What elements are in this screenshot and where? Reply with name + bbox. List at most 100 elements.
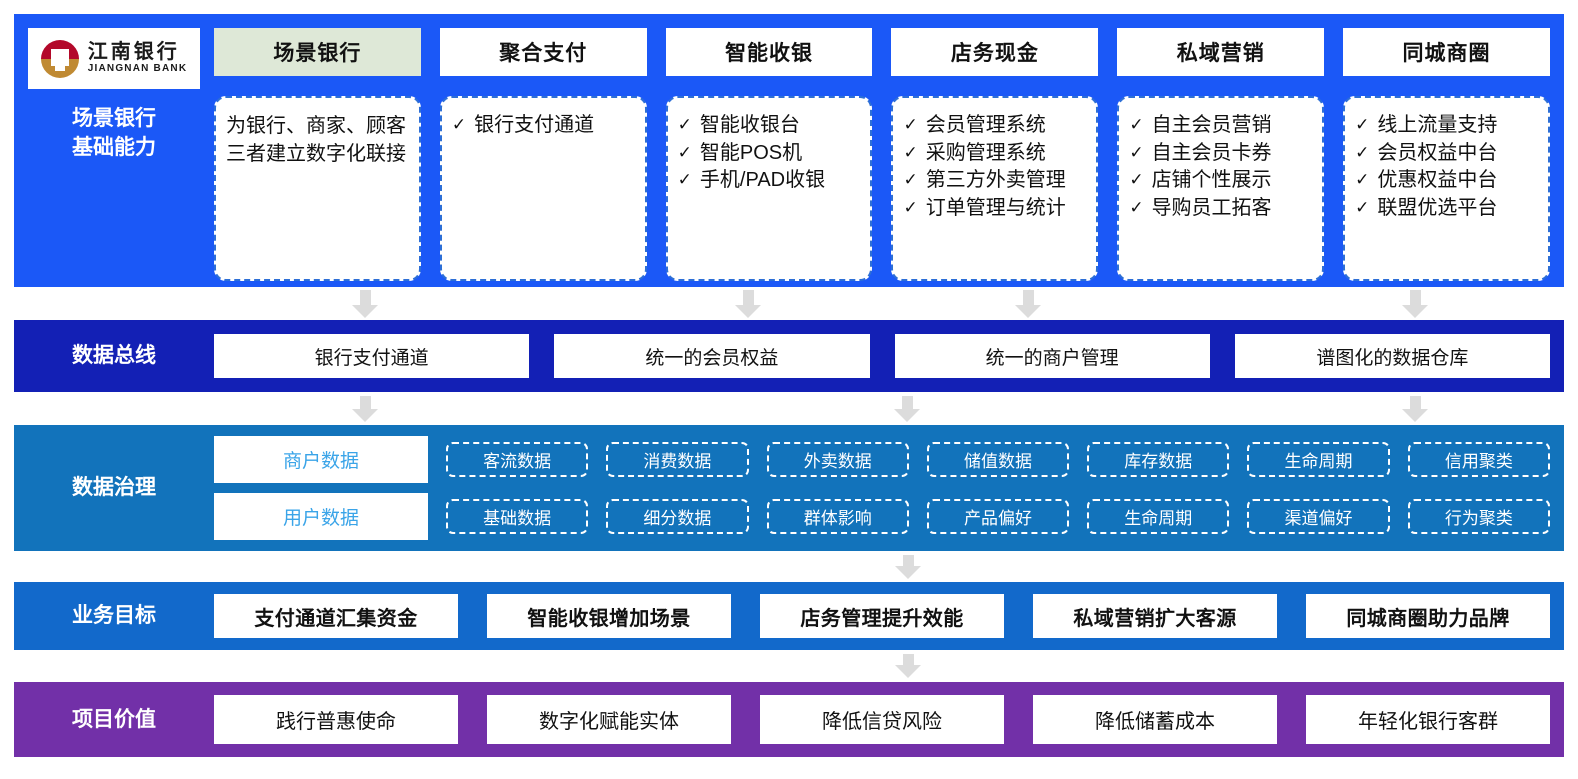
capability-list-item: ✓智能收银台: [678, 112, 863, 140]
check-icon: ✓: [903, 115, 918, 134]
capability-card-4: ✓会员管理系统✓采购管理系统✓第三方外卖管理✓订单管理与统计: [891, 96, 1099, 281]
arrow-shaft: [901, 396, 913, 409]
scene-bank-section: 江南银行 JIANGNAN BANK 场景银行 基础能力 场景银行聚合支付智能收…: [14, 14, 1564, 287]
capability-list-item-label: 智能POS机: [699, 141, 803, 164]
arrow-shaft: [902, 555, 914, 566]
arrow-head: [895, 566, 921, 579]
governance-tag[interactable]: 基础数据: [446, 499, 589, 534]
check-icon: ✓: [1355, 170, 1370, 190]
project-value-item-row: 践行普惠使命数字化赋能实体降低信贷风险降低储蓄成本年轻化银行客群: [214, 695, 1550, 744]
data-bus-item-3[interactable]: 统一的商户管理: [894, 334, 1210, 378]
scene-label-line-2: 基础能力: [72, 136, 156, 160]
business-goal-item-3[interactable]: 店务管理提升效能: [760, 594, 1004, 638]
business-goal-item-5[interactable]: 同城商圈助力品牌: [1306, 594, 1550, 638]
capability-list-item: ✓ 手机/PAD收银: [678, 167, 863, 195]
governance-tag[interactable]: 信用聚类: [1407, 442, 1550, 477]
check-icon: ✓: [1129, 115, 1144, 134]
governance-tag[interactable]: 产品偏好: [926, 499, 1070, 534]
arrow-head: [1402, 305, 1428, 318]
capability-list-item-label: 第三方外卖管理: [925, 169, 1066, 192]
governance-tag[interactable]: 外卖数据: [766, 442, 909, 477]
arrow-shaft: [359, 290, 371, 305]
check-icon: ✓: [903, 197, 918, 217]
arrow-shaft: [359, 396, 371, 409]
data-bus-item-1[interactable]: 银行支付通道: [214, 334, 530, 378]
project-value-item-5[interactable]: 年轻化银行客群: [1306, 695, 1550, 744]
governance-tag[interactable]: 生命周期: [1087, 499, 1230, 534]
arrow-head: [894, 409, 920, 422]
check-icon: ✓: [677, 142, 692, 162]
capability-list-item-label: 自主会员营销: [1151, 114, 1272, 136]
capability-list-item-label: 银行支付通道: [474, 114, 595, 136]
business-goals-item-row: 支付通道汇集资金智能收银增加场景店务管理提升效能私域营销扩大客源同城商圈助力品牌: [214, 594, 1550, 638]
data-bus-section: 数据总线 银行支付通道统一的会员权益统一的商户管理谱图化的数据仓库: [14, 320, 1564, 392]
down-arrow-icon: [1402, 396, 1428, 422]
capability-list-item-label: 采购管理系统: [925, 141, 1046, 164]
capability-list-item-label: 联盟优选平台: [1377, 196, 1498, 219]
governance-tag[interactable]: 群体影响: [766, 499, 909, 534]
tab-3[interactable]: 智能收银: [665, 28, 873, 76]
tab-1[interactable]: 场景银行: [214, 28, 421, 76]
arrow-shaft: [742, 290, 754, 305]
tab-5[interactable]: 私域营销: [1117, 28, 1325, 76]
project-value-item-1[interactable]: 践行普惠使命: [214, 695, 458, 744]
governance-tag[interactable]: 库存数据: [1087, 442, 1230, 477]
down-arrow-icon: [1015, 290, 1041, 318]
capability-list-item: ✓自主会员卡券: [1129, 140, 1314, 168]
capability-list-item-label: 手机/PAD收银: [699, 169, 826, 192]
capability-list-item-label: 会员权益中台: [1377, 141, 1498, 164]
project-value-item-2[interactable]: 数字化赋能实体: [487, 695, 731, 744]
business-goals-section: 业务目标 支付通道汇集资金智能收银增加场景店务管理提升效能私域营销扩大客源同城商…: [14, 582, 1564, 650]
capability-card-row: 为银行、商家、顾客三者建立数字化联接✓银行支付通道✓智能收银台✓智能POS机✓手…: [214, 96, 1550, 281]
down-arrow-icon: [352, 396, 378, 422]
project-value-item-3[interactable]: 降低信贷风险: [760, 695, 1004, 744]
arrow-shaft: [902, 654, 914, 665]
check-icon: ✓: [1355, 197, 1370, 217]
capability-list-item-label: 线上流量支持: [1377, 114, 1498, 136]
project-value-item-4[interactable]: 降低储蓄成本: [1033, 695, 1277, 744]
data-governance-section: 数据治理 商户数据客流数据消费数据外卖数据储值数据库存数据生命周期信用聚类用户数…: [14, 425, 1564, 551]
arrow-head: [352, 305, 378, 318]
capability-list-item-label: 订单管理与统计: [925, 196, 1066, 219]
tab-4[interactable]: 店务现金: [891, 28, 1099, 76]
governance-main-2[interactable]: 用户数据: [214, 493, 428, 540]
business-goal-item-4[interactable]: 私域营销扩大客源: [1033, 594, 1277, 638]
governance-tag[interactable]: 行为聚类: [1407, 499, 1550, 534]
capability-list-item-label: 自主会员卡券: [1151, 141, 1272, 164]
capability-list-item: ✓会员管理系统: [903, 112, 1088, 140]
capability-text: 为银行、商家、顾客三者建立数字化联接: [226, 115, 406, 166]
bank-logo: 江南银行 JIANGNAN BANK: [28, 28, 200, 89]
arrow-head: [1015, 305, 1041, 318]
governance-tag[interactable]: 消费数据: [606, 442, 749, 477]
tab-2[interactable]: 聚合支付: [439, 28, 647, 76]
down-arrow-icon: [895, 654, 921, 678]
arrow-head: [352, 409, 378, 422]
project-value-label: 项目价值: [72, 707, 156, 731]
tab-6[interactable]: 同城商圈: [1343, 28, 1550, 76]
governance-tag[interactable]: 客流数据: [446, 442, 589, 477]
governance-tag[interactable]: 渠道偏好: [1247, 499, 1390, 534]
business-goal-item-1[interactable]: 支付通道汇集资金: [214, 594, 458, 638]
governance-tag[interactable]: 储值数据: [926, 442, 1070, 477]
capability-list-item-label: 店铺个性展示: [1151, 169, 1272, 192]
governance-main-1[interactable]: 商户数据: [214, 436, 428, 483]
down-arrow-icon: [352, 290, 378, 318]
capability-card-2: ✓银行支付通道: [439, 96, 647, 281]
governance-tag[interactable]: 生命周期: [1247, 442, 1390, 477]
scene-label-line-1: 场景银行: [72, 107, 156, 130]
data-governance-label: 数据治理: [72, 476, 156, 500]
data-bus-item-4[interactable]: 谱图化的数据仓库: [1234, 334, 1550, 378]
arrow-head: [1402, 409, 1428, 422]
governance-tag[interactable]: 细分数据: [606, 499, 749, 534]
capability-card-3: ✓智能收银台✓智能POS机✓手机/PAD收银: [665, 96, 873, 281]
data-bus-item-2[interactable]: 统一的会员权益: [554, 334, 870, 378]
capability-list-item: ✓ 智能POS机: [678, 140, 863, 168]
check-icon: ✓: [677, 170, 692, 190]
business-goal-item-2[interactable]: 智能收银增加场景: [487, 594, 731, 638]
capability-list-item-label: 导购员工拓客: [1151, 196, 1272, 219]
down-arrow-icon: [735, 290, 761, 318]
capability-list-item: ✓线上流量支持: [1355, 112, 1540, 140]
capability-list-item-label: 优惠权益中台: [1377, 169, 1498, 192]
capability-list-item: ✓ 自主会员营销: [1129, 112, 1314, 140]
